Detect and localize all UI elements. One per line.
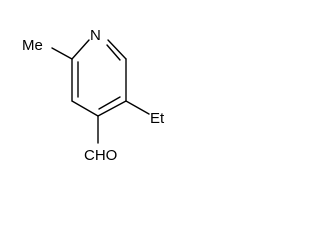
bond-n-c6-inner: [106, 44, 121, 61]
bond-n-c6: [107, 39, 127, 60]
bond-c3-c4: [71, 100, 99, 117]
bond-c4-c5: [97, 100, 127, 117]
chemical-structure: N Me Et CHO: [22, 27, 165, 164]
methyl-label: Me: [22, 37, 43, 54]
bond-c4-c5-inner: [98, 96, 121, 110]
bond-c2-methyl: [51, 47, 73, 60]
bond-c5-ethyl: [125, 100, 150, 115]
nitrogen-label: N: [90, 27, 101, 44]
bond-n-c2: [71, 39, 90, 60]
ethyl-label: Et: [150, 110, 165, 127]
aldehyde-label: CHO: [84, 147, 117, 164]
